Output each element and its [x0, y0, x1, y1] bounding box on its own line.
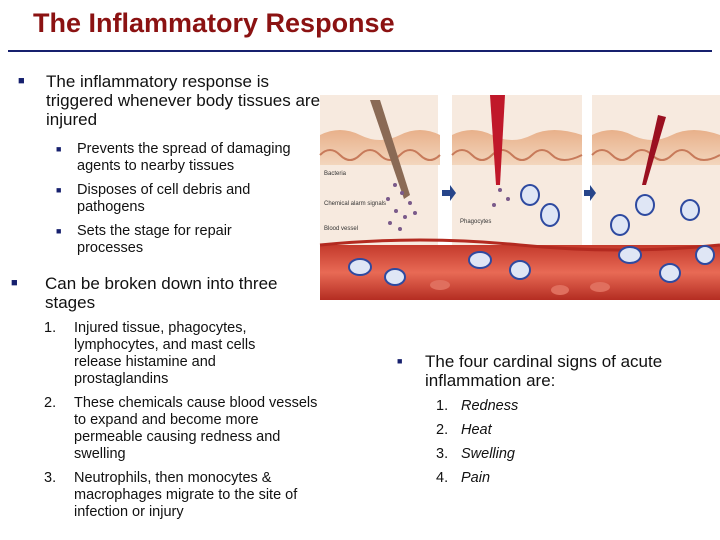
sign-number: 3. — [436, 446, 449, 462]
label-chemical-alarm: Chemical alarm signals — [324, 201, 386, 207]
stage-number: 1. — [44, 320, 57, 336]
sub-bullet-marker: ■ — [56, 226, 62, 236]
sign-swelling: Swelling — [461, 446, 515, 462]
label-blood-vessel: Blood vessel — [324, 226, 358, 232]
stage-1-text: Injured tissue, phagocytes, lymphocytes,… — [74, 320, 256, 387]
sign-heat: Heat — [461, 422, 492, 438]
sub-bullet-spread: Prevents the spread of damaging agents t… — [77, 141, 291, 174]
bullet-stages: Can be broken down into three stages — [45, 274, 278, 312]
sub-bullet-marker: ■ — [56, 185, 62, 195]
stage-3-text: Neutrophils, then monocytes & macrophage… — [74, 470, 298, 520]
stage-2-text: These chemicals cause blood vessels to e… — [74, 395, 318, 462]
inflammation-illustration: Bacteria Chemical alarm signals Blood ve… — [319, 95, 720, 300]
sign-pain: Pain — [461, 470, 491, 486]
stage-number: 2. — [44, 395, 57, 411]
bullet-marker: ■ — [11, 277, 18, 289]
sub-bullet-repair: Sets the stage for repair processes — [77, 223, 232, 256]
sign-number: 4. — [436, 470, 449, 486]
cardinal-signs-intro: The four cardinal signs of acute inflamm… — [425, 352, 663, 390]
sub-bullet-debris: Disposes of cell debris and pathogens — [77, 182, 251, 215]
title-divider — [8, 50, 712, 52]
sub-bullet-marker: ■ — [56, 144, 62, 154]
bullet-marker: ■ — [18, 75, 25, 87]
sign-redness: Redness — [461, 398, 519, 414]
slide-title: The Inflammatory Response — [33, 8, 395, 38]
sign-number: 2. — [436, 422, 449, 438]
label-bacteria: Bacteria — [324, 171, 347, 177]
stage-number: 3. — [44, 470, 57, 486]
bullet-marker: ■ — [397, 356, 403, 366]
sign-number: 1. — [436, 398, 449, 414]
label-phagocytes: Phagocytes — [460, 219, 491, 225]
bullet-triggered: The inflammatory response is triggered w… — [46, 72, 321, 129]
